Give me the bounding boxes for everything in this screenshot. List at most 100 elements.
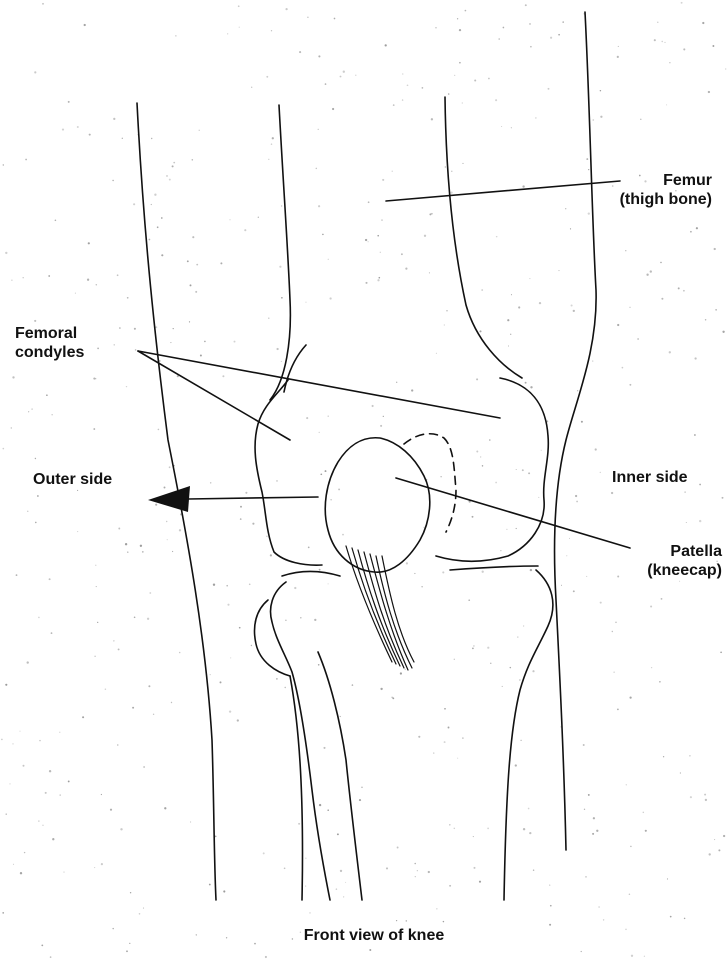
speckle-dot: [94, 656, 95, 657]
speckle-dot: [530, 386, 532, 388]
speckle-dot: [508, 345, 509, 346]
speckle-dot: [629, 894, 631, 896]
speckle-dot: [510, 334, 511, 335]
speckle-dot: [549, 884, 550, 885]
speckle-dot: [662, 41, 663, 42]
speckle-dot: [122, 138, 123, 139]
speckle-dot: [454, 659, 455, 660]
speckle-dot: [539, 302, 541, 304]
speckle-dot: [1, 739, 3, 741]
speckle-dot: [722, 331, 724, 333]
speckle-dot: [657, 22, 658, 23]
speckle-dot: [226, 585, 228, 587]
speckle-dot: [24, 852, 25, 853]
speckle-dot: [125, 543, 127, 545]
speckle-dot: [258, 217, 259, 218]
speckle-dot: [355, 75, 356, 76]
speckle-dot: [506, 529, 507, 530]
speckle-dot: [118, 528, 120, 530]
speckle-dot: [562, 21, 564, 23]
speckle-dot: [380, 252, 381, 253]
speckle-dot: [696, 227, 698, 229]
speckle-dot: [577, 390, 578, 391]
speckle-dot: [532, 670, 534, 672]
speckle-dot: [318, 55, 320, 57]
speckle-dot: [503, 27, 505, 29]
speckle-dot: [142, 551, 144, 553]
patella-label: Patella (kneecap): [608, 542, 722, 580]
speckle-dot: [114, 344, 115, 345]
speckle-dot: [678, 287, 680, 289]
speckle-dot: [110, 809, 112, 811]
speckle-dot: [285, 8, 287, 10]
speckle-dot: [42, 825, 43, 826]
speckle-dot: [164, 487, 166, 489]
speckle-dot: [151, 138, 152, 139]
fibula-head: [255, 600, 291, 676]
speckle-dot: [423, 527, 424, 528]
speckle-dot: [377, 235, 379, 237]
speckle-dot: [495, 99, 497, 101]
speckle-dot: [488, 78, 490, 80]
speckle-dot: [161, 217, 163, 219]
speckle-dot: [440, 476, 441, 477]
speckle-dot: [407, 84, 409, 86]
speckle-dot: [705, 319, 707, 321]
speckle-dot: [153, 714, 154, 715]
speckle-dot: [16, 574, 18, 576]
speckle-dot: [523, 625, 524, 626]
speckle-dot: [391, 697, 392, 698]
speckle-dot: [120, 828, 122, 830]
patella-leader-line: [396, 478, 630, 548]
speckle-dot: [666, 104, 667, 105]
speckle-dot: [442, 571, 444, 573]
speckle-dot: [592, 119, 594, 121]
speckle-dot: [126, 386, 127, 387]
speckle-dot: [487, 647, 489, 649]
speckle-dot: [382, 179, 384, 181]
speckle-dot: [643, 812, 644, 813]
speckle-dot: [318, 205, 320, 207]
speckle-dot: [11, 280, 12, 281]
speckle-dot: [459, 62, 461, 64]
speckle-dot: [279, 266, 281, 268]
speckle-dot: [528, 808, 530, 810]
speckle-dot: [611, 492, 613, 494]
speckle-dot: [457, 18, 458, 19]
speckle-dot: [459, 29, 461, 31]
femur-label: Femur (thigh bone): [600, 171, 712, 209]
speckle-dot: [97, 622, 98, 623]
speckle-dot: [402, 73, 403, 74]
speckle-dot: [392, 171, 393, 172]
speckle-dot: [336, 888, 338, 890]
speckle-dot: [473, 645, 474, 646]
speckle-dot: [660, 262, 661, 263]
speckle-dot: [173, 328, 174, 329]
speckle-dot: [166, 175, 167, 176]
speckle-dot: [600, 90, 601, 91]
speckle-dot: [468, 599, 470, 601]
speckle-dot: [38, 617, 40, 619]
speckle-dot: [343, 71, 345, 73]
speckle-dot: [271, 143, 273, 145]
speckle-dot: [35, 458, 36, 459]
speckle-dot: [327, 809, 329, 811]
speckle-dot: [612, 631, 613, 632]
outer-side-label: Outer side: [33, 470, 112, 489]
speckle-dot: [2, 912, 4, 914]
speckle-dot: [281, 297, 283, 299]
speckle-dot: [139, 913, 141, 915]
speckle-dot: [640, 119, 641, 120]
speckle-dot: [595, 448, 597, 450]
speckle-dot: [3, 164, 4, 165]
speckle-dot: [465, 10, 467, 12]
speckle-dot: [457, 758, 458, 759]
speckle-dot: [681, 2, 683, 4]
speckle-dot: [538, 497, 539, 498]
speckle-dot: [325, 470, 327, 472]
speckle-dot: [328, 259, 329, 260]
speckle-dot: [210, 482, 211, 483]
speckle-dot: [715, 309, 716, 310]
speckle-dot: [480, 456, 481, 457]
speckle-dot: [637, 338, 639, 340]
